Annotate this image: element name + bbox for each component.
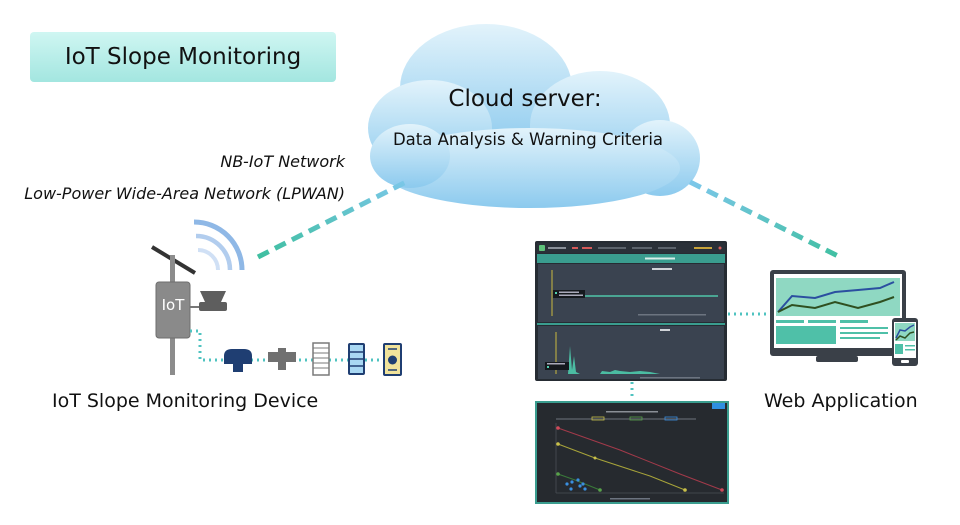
sensor-chart-spikes [556, 346, 718, 374]
signal-wave-icon [193, 219, 245, 271]
network-label-lpwan: Low-Power Wide-Area Network (LPWAN) [24, 184, 345, 203]
iot-box [155, 281, 191, 339]
link-device-cloud [256, 177, 412, 260]
tiltmeter-dark-icon [224, 349, 252, 372]
extensometer-icon [312, 342, 330, 376]
cloud-subtitle: Data Analysis & Warning Criteria [392, 130, 664, 149]
iot-device-illustration [150, 219, 402, 376]
cloud-title: Cloud server: [448, 86, 602, 112]
series-green [557, 473, 601, 491]
series-blue [565, 478, 587, 491]
web-app-illustration [770, 270, 918, 366]
device-label: IoT Slope Monitoring Device [52, 390, 319, 412]
rain-gauge-icon [200, 291, 226, 302]
diagram-title-text: IoT Slope Monitoring [64, 44, 302, 70]
series-red [557, 427, 723, 491]
web-app-label: Web Application [764, 390, 918, 412]
diagram-title: IoT Slope Monitoring [30, 32, 336, 82]
dashboard-screenshot-bottom [535, 401, 729, 504]
cloud-shape [368, 24, 700, 208]
iot-box-label: IoT [161, 296, 185, 314]
network-label-nbiot: NB-IoT Network [220, 152, 345, 171]
series-yellow [557, 443, 686, 491]
tiltmeter-grey-icon [268, 348, 296, 370]
dashboard-screenshot-top [535, 241, 727, 381]
piezometer-icon [383, 343, 402, 376]
link-cloud-webapp [688, 179, 844, 261]
inclinometer-icon [348, 343, 365, 375]
